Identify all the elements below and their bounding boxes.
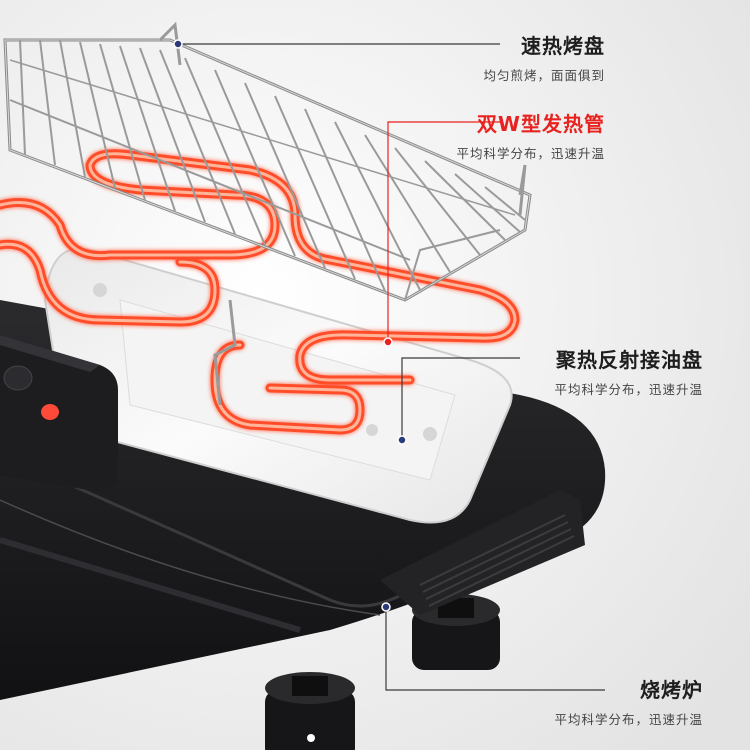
callout-title: 双W型发热管 <box>476 112 605 136</box>
callout-grill-stove: 烧烤炉 平均科学分布，迅速升温 <box>554 674 703 728</box>
callout-dots <box>173 39 407 742</box>
grill-rack <box>3 21 532 406</box>
callout-subtitle: 平均科学分布，迅速升温 <box>554 712 703 727</box>
callout-heating-tube: 双W型发热管 平均科学分布，迅速升温 <box>456 108 605 162</box>
control-box <box>0 335 118 492</box>
callout-grill-rack: 速热烤盘 均匀煎烤，面面俱到 <box>483 30 605 84</box>
callout-subtitle: 均匀煎烤，面面俱到 <box>483 68 605 83</box>
grill-handle <box>380 490 585 615</box>
callout-subtitle: 平均科学分布，迅速升温 <box>456 146 605 161</box>
callout-title: 聚热反射接油盘 <box>556 348 703 372</box>
callout-title: 速热烤盘 <box>521 34 605 58</box>
callout-lines <box>178 43 605 691</box>
power-indicator-light <box>41 404 59 420</box>
callout-subtitle: 平均科学分布，迅速升温 <box>554 382 703 397</box>
callout-drip-tray: 聚热反射接油盘 平均科学分布，迅速升温 <box>554 344 703 398</box>
callout-title: 烧烤炉 <box>640 678 703 702</box>
